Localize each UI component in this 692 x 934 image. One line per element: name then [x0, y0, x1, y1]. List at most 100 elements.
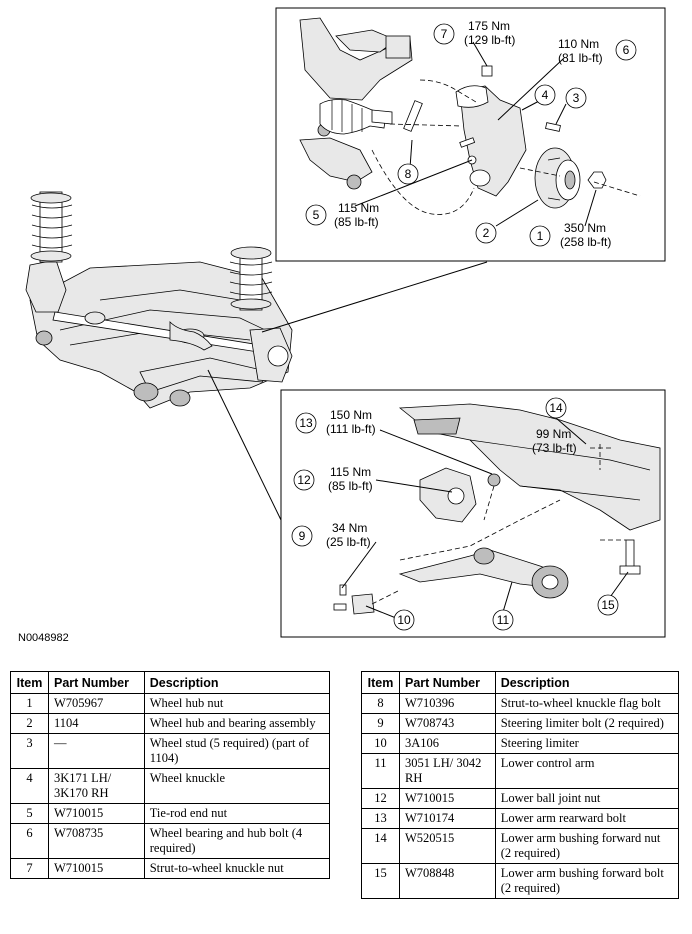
svg-text:11: 11: [497, 613, 510, 627]
cell-item: 14: [361, 828, 400, 864]
upper-detail-illustration: [299, 17, 641, 215]
table-row: 6 W708735 Wheel bearing and hub bolt (4 …: [10, 823, 331, 859]
cell-part-number: 3051 LH/ 3042 RH: [398, 753, 496, 789]
callout-10: 10: [393, 609, 415, 631]
table-row: 15 W708848 Lower arm bushing forward bol…: [361, 863, 680, 899]
left-coil-spring: [30, 191, 73, 263]
table-row: 8 W710396 Strut-to-wheel knuckle flag bo…: [361, 693, 680, 714]
svg-text:(111 lb-ft): (111 lb-ft): [326, 422, 376, 436]
table-row: 9 W708743 Steering limiter bolt (2 requi…: [361, 713, 680, 734]
svg-text:110 Nm: 110 Nm: [558, 37, 599, 51]
table-row: 1 W705967 Wheel hub nut: [10, 693, 331, 714]
cell-description: Tie-rod end nut: [143, 803, 331, 824]
table-row: 5 W710015 Tie-rod end nut: [10, 803, 331, 824]
svg-text:(73 lb-ft): (73 lb-ft): [532, 441, 577, 455]
svg-text:99 Nm: 99 Nm: [536, 427, 571, 441]
svg-text:12: 12: [297, 473, 311, 487]
svg-text:14: 14: [549, 401, 563, 415]
svg-text:(85 lb-ft): (85 lb-ft): [328, 479, 373, 493]
column-header-description: Description: [494, 671, 680, 694]
cell-description: Strut-to-wheel knuckle nut: [143, 858, 331, 879]
svg-text:350 Nm: 350 Nm: [564, 221, 606, 235]
table-row: 13 W710174 Lower arm rearward bolt: [361, 808, 680, 829]
callout-11: 11: [492, 609, 514, 631]
cell-part-number: W710174: [398, 808, 496, 829]
svg-text:7: 7: [441, 27, 448, 41]
callout-13: 13 150 Nm (111 lb-ft): [295, 408, 376, 436]
cell-item: 2: [10, 713, 49, 734]
svg-text:(258 lb-ft): (258 lb-ft): [560, 235, 611, 249]
cell-description: Wheel stud (5 required) (part of 1104): [143, 733, 331, 769]
cell-item: 1: [10, 693, 49, 714]
cell-description: Steering limiter: [494, 733, 680, 754]
svg-text:2: 2: [483, 226, 490, 240]
svg-text:(81 lb-ft): (81 lb-ft): [558, 51, 603, 65]
cell-item: 8: [361, 693, 400, 714]
callout-1: 1 350 Nm (258 lb-ft): [529, 221, 611, 249]
cell-part-number: W710015: [47, 858, 145, 879]
cell-part-number: W520515: [398, 828, 496, 864]
table-header-row: Item Part Number Description: [10, 671, 331, 694]
svg-text:(25 lb-ft): (25 lb-ft): [326, 535, 371, 549]
svg-text:150 Nm: 150 Nm: [330, 408, 372, 422]
callout-8: 8: [397, 163, 419, 185]
cell-description: Wheel hub and bearing assembly: [143, 713, 331, 734]
svg-text:10: 10: [397, 613, 411, 627]
lower-detail-illustration: [333, 403, 661, 615]
cell-item: 4: [10, 768, 49, 804]
svg-text:8: 8: [405, 167, 412, 181]
parts-table-right: Item Part Number Description 8 W710396 S…: [361, 671, 680, 899]
figure-code: N0048982: [18, 632, 69, 644]
cell-description: Lower arm rearward bolt: [494, 808, 680, 829]
table-header-row: Item Part Number Description: [361, 671, 680, 694]
cell-part-number: W705967: [47, 693, 145, 714]
svg-text:175 Nm: 175 Nm: [468, 19, 510, 33]
cell-item: 6: [10, 823, 49, 859]
leader-to-upper-detail: [261, 261, 488, 333]
cell-part-number: —: [47, 733, 145, 769]
cell-item: 10: [361, 733, 400, 754]
cell-part-number: W708848: [398, 863, 496, 899]
column-header-description: Description: [143, 671, 331, 694]
svg-text:9: 9: [299, 529, 306, 543]
cell-part-number: 1104: [47, 713, 145, 734]
cell-part-number: W710015: [47, 803, 145, 824]
cell-description: Wheel knuckle: [143, 768, 331, 804]
cell-item: 7: [10, 858, 49, 879]
callout-6: 6 110 Nm (81 lb-ft): [558, 37, 637, 65]
cell-part-number: W710015: [398, 788, 496, 809]
cell-item: 11: [361, 753, 400, 789]
front-subframe-assembly-illustration: [25, 191, 293, 409]
table-row: 12 W710015 Lower ball joint nut: [361, 788, 680, 809]
table-row: 2 1104 Wheel hub and bearing assembly: [10, 713, 331, 734]
wheel-hub-illustration: [534, 147, 581, 209]
svg-text:115 Nm: 115 Nm: [338, 201, 379, 215]
table-row: 14 W520515 Lower arm bushing forward nut…: [361, 828, 680, 864]
table-row: 11 3051 LH/ 3042 RH Lower control arm: [361, 753, 680, 789]
callout-15: 15: [597, 594, 619, 616]
callout-7: 7 175 Nm (129 lb-ft): [433, 19, 515, 47]
column-header-item: Item: [361, 671, 400, 694]
svg-text:6: 6: [623, 43, 630, 57]
cell-item: 5: [10, 803, 49, 824]
svg-text:3: 3: [573, 91, 580, 105]
svg-text:115 Nm: 115 Nm: [330, 465, 371, 479]
svg-text:1: 1: [537, 229, 544, 243]
cell-item: 13: [361, 808, 400, 829]
cell-description: Lower arm bushing forward nut (2 require…: [494, 828, 680, 864]
svg-text:4: 4: [542, 88, 549, 102]
column-header-item: Item: [10, 671, 49, 694]
callout-9: 9 34 Nm (25 lb-ft): [291, 521, 371, 549]
svg-text:13: 13: [299, 416, 313, 430]
cell-description: Lower arm bushing forward bolt (2 requir…: [494, 863, 680, 899]
cell-part-number: W708735: [47, 823, 145, 859]
cell-description: Wheel bearing and hub bolt (4 required): [143, 823, 331, 859]
leader-to-lower-detail: [207, 369, 282, 521]
cell-part-number: 3A106: [398, 733, 496, 754]
cell-description: Strut-to-wheel knuckle flag bolt: [494, 693, 680, 714]
callout-5: 5 115 Nm (85 lb-ft): [305, 201, 379, 229]
lower-callout-leaders: [341, 417, 629, 619]
svg-text:(85 lb-ft): (85 lb-ft): [334, 215, 379, 229]
svg-text:5: 5: [313, 208, 320, 222]
cell-description: Lower control arm: [494, 753, 680, 789]
